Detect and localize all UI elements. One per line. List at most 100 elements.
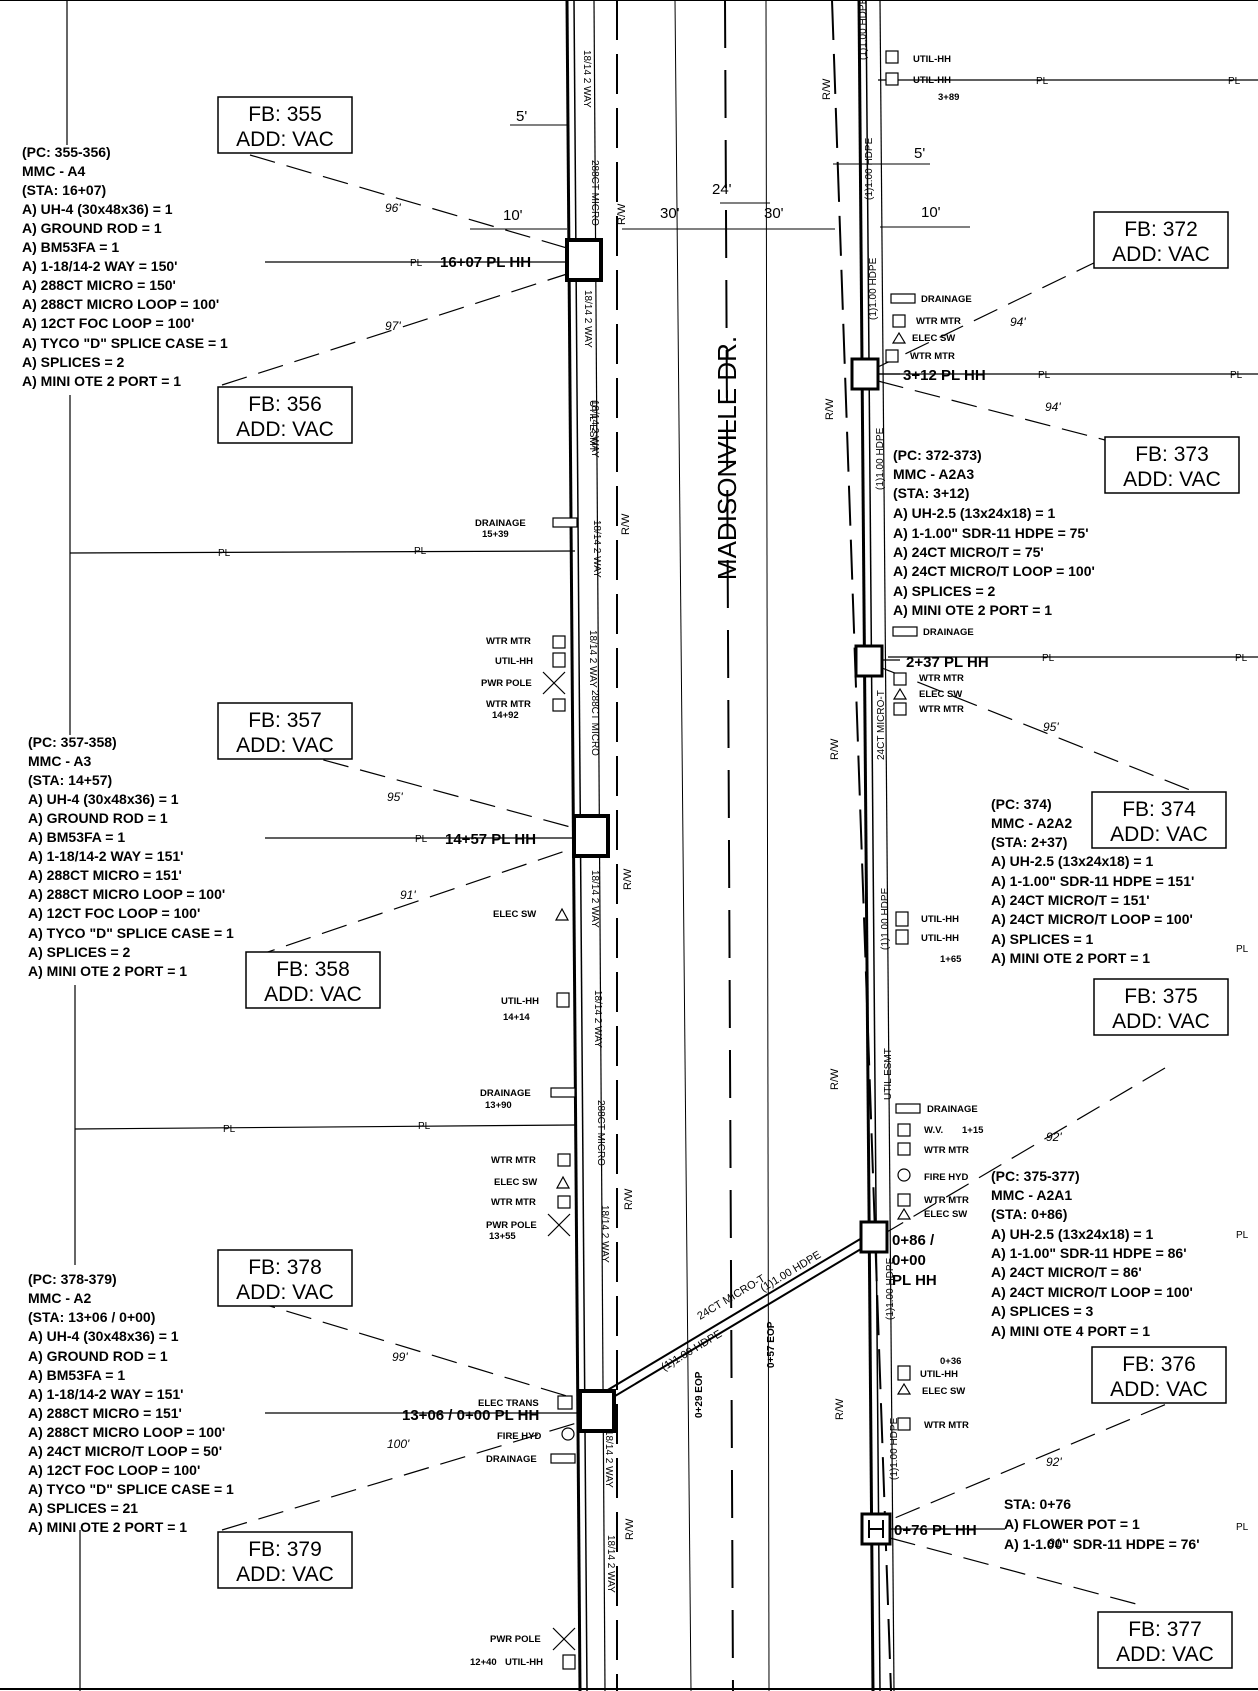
svg-text:UTIL ESMT: UTIL ESMT: [883, 1048, 894, 1100]
note-line: A) 288CT MICRO = 150': [22, 277, 176, 293]
svg-text:24': 24': [712, 181, 732, 198]
svg-text:A) 288CT MICRO LOOP = 100': A) 288CT MICRO LOOP = 100': [28, 1424, 225, 1440]
utility-label: DRAINAGE: [480, 1088, 531, 1099]
utility-sublabel: 14+92: [492, 710, 519, 721]
note-line: A) TYCO "D" SPLICE CASE = 1: [22, 335, 228, 351]
svg-text:A) MINI OTE 2 PORT = 1: A) MINI OTE 2 PORT = 1: [22, 373, 181, 389]
utility-label: PWR POLE: [481, 678, 532, 689]
svg-text:R/W: R/W: [622, 868, 634, 890]
fb-box: FB: 377 ADD: VAC: [1097, 1611, 1233, 1669]
svg-text:A) SPLICES = 21: A) SPLICES = 21: [28, 1500, 138, 1516]
note-line: A) SPLICES = 21: [28, 1500, 138, 1516]
svg-text:(1)1.00 HDPE: (1)1.00 HDPE: [858, 0, 869, 60]
svg-text:A) GROUND ROD = 1: A) GROUND ROD = 1: [28, 1348, 168, 1364]
note-line: A) 1-1.00" SDR-11 HDPE = 76': [1004, 1536, 1200, 1552]
svg-text:PL: PL: [418, 1121, 431, 1132]
street-name: MADISONVILLE DR.: [712, 336, 742, 580]
svg-text:A) 288CT MICRO = 151': A) 288CT MICRO = 151': [28, 867, 182, 883]
svg-text:5': 5': [914, 145, 925, 162]
property-line-labels: PL PL PL PL PL PL PL PL PL PL PL PL PL P…: [218, 76, 1249, 1533]
svg-text:A) SPLICES = 2: A) SPLICES = 2: [893, 583, 996, 599]
utility-label: DRAINAGE: [927, 1104, 978, 1115]
dimension-lines: [470, 124, 970, 230]
svg-text:PL: PL: [1036, 76, 1049, 87]
svg-text:A) TYCO "D" SPLICE CASE = 1: A) TYCO "D" SPLICE CASE = 1: [28, 925, 234, 941]
utility-label: UTIL-HH: [921, 914, 959, 925]
svg-text:A) GROUND ROD = 1: A) GROUND ROD = 1: [28, 810, 168, 826]
svg-text:A) 288CT MICRO = 150': A) 288CT MICRO = 150': [22, 277, 176, 293]
svg-text:A) MINI OTE 2 PORT = 1: A) MINI OTE 2 PORT = 1: [991, 950, 1150, 966]
svg-text:R/W: R/W: [834, 1398, 846, 1420]
utility-symbols: [542, 50, 921, 1670]
note-line: A) 288CT MICRO LOOP = 100': [28, 1424, 225, 1440]
svg-text:A) 24CT MICRO/T LOOP = 100': A) 24CT MICRO/T LOOP = 100': [991, 1284, 1193, 1300]
utility-label: WTR MTR: [486, 699, 531, 710]
svg-text:A) SPLICES = 1: A) SPLICES = 1: [991, 931, 1094, 947]
svg-text:A) UH-2.5 (13x24x18) = 1: A) UH-2.5 (13x24x18) = 1: [991, 1226, 1153, 1242]
utility-label: ELEC SW: [922, 1386, 965, 1397]
utility-label: DRAINAGE: [923, 627, 974, 638]
svg-text:288CT MICRO: 288CT MICRO: [595, 1100, 606, 1166]
svg-text:A) 12CT FOC LOOP = 100': A) 12CT FOC LOOP = 100': [22, 315, 194, 331]
note-line: A) SPLICES = 2: [893, 583, 996, 599]
handhole-symbols: [565, 238, 892, 1546]
svg-text:MMC - A2A1: MMC - A2A1: [991, 1187, 1072, 1203]
svg-text:18/14 2 WAY: 18/14 2 WAY: [603, 1430, 614, 1488]
note-line: A) SPLICES = 2: [22, 354, 125, 370]
svg-text:A) 288CT MICRO LOOP = 100': A) 288CT MICRO LOOP = 100': [28, 886, 225, 902]
svg-text:R/W: R/W: [616, 203, 628, 225]
svg-text:A) 288CT MICRO LOOP = 100': A) 288CT MICRO LOOP = 100': [22, 296, 219, 312]
svg-text:99': 99': [392, 1350, 408, 1364]
distance-labels: 96' 97' 95' 91' 99' 100' 94' 94' 95' 92'…: [385, 201, 1064, 1550]
note-line: A) BM53FA = 1: [22, 239, 119, 255]
svg-text:10': 10': [503, 207, 523, 224]
note-line: A) 24CT MICRO/T LOOP = 100': [991, 911, 1193, 927]
note-line: A) MINI OTE 2 PORT = 1: [22, 373, 181, 389]
svg-text:(1)1.00 HDPE: (1)1.00 HDPE: [875, 427, 886, 490]
note-line: STA: 0+76: [1004, 1496, 1071, 1512]
note-line: A) MINI OTE 2 PORT = 1: [893, 602, 1052, 618]
utility-label: WTR MTR: [491, 1197, 536, 1208]
utility-label: ELEC SW: [493, 909, 536, 920]
svg-text:(1)1.00 HDPE: (1)1.00 HDPE: [864, 137, 875, 200]
fb-number: FB: 378: [248, 1256, 322, 1279]
handhole-label: 0+00: [892, 1252, 926, 1269]
utility-label: WTR MTR: [491, 1155, 536, 1166]
handhole-labels: 16+07 PL HH 14+57 PL HH 13+06 / 0+00 PL …: [402, 254, 989, 1539]
dimension-text: 5' 10' 30' 24' 30' 5' 10': [503, 108, 941, 224]
note-line: A) MINI OTE 2 PORT = 1: [28, 963, 187, 979]
fb-number: FB: 379: [248, 1538, 322, 1561]
svg-text:(STA: 14+57): (STA: 14+57): [28, 772, 112, 788]
utility-label: WTR MTR: [924, 1145, 969, 1156]
fb-address: ADD: VAC: [1116, 1643, 1214, 1666]
note-line: A) 12CT FOC LOOP = 100': [28, 905, 200, 921]
svg-text:30': 30': [660, 205, 680, 222]
svg-text:PL: PL: [1042, 653, 1055, 664]
svg-text:92': 92': [1046, 1130, 1062, 1144]
note-line: MMC - A2: [28, 1290, 91, 1306]
svg-text:18/14 2 WAY: 18/14 2 WAY: [599, 1205, 610, 1263]
utility-label: DRAINAGE: [475, 518, 526, 529]
utility-label: UTIL-HH: [913, 54, 951, 65]
svg-text:(STA: 3+12): (STA: 3+12): [893, 485, 969, 501]
utility-label: WTR MTR: [916, 316, 961, 327]
note-line: A) 1-1.00" SDR-11 HDPE = 151': [991, 873, 1194, 889]
svg-text:97': 97': [385, 319, 401, 333]
note-line: A) SPLICES = 1: [991, 931, 1094, 947]
note-block: STA: 0+76 A) FLOWER POT = 1 A) 1-1.00" S…: [1004, 1496, 1200, 1552]
svg-text:R/W: R/W: [620, 513, 632, 535]
svg-text:18/14 2 WAY: 18/14 2 WAY: [582, 290, 593, 348]
handhole-label: 0+86 /: [892, 1232, 935, 1249]
svg-text:A) GROUND ROD = 1: A) GROUND ROD = 1: [22, 220, 162, 236]
svg-text:A) UH-2.5 (13x24x18) = 1: A) UH-2.5 (13x24x18) = 1: [893, 505, 1055, 521]
svg-text:A) TYCO "D" SPLICE CASE = 1: A) TYCO "D" SPLICE CASE = 1: [22, 335, 228, 351]
fb-box: FB: 374 ADD: VAC: [1091, 791, 1227, 849]
svg-text:A) SPLICES = 2: A) SPLICES = 2: [28, 944, 131, 960]
fb-address: ADD: VAC: [264, 983, 362, 1006]
fb-box: FB: 376 ADD: VAC: [1091, 1346, 1227, 1404]
handhole-label: 2+37 PL HH: [906, 654, 989, 671]
svg-text:(STA: 13+06 / 0+00): (STA: 13+06 / 0+00): [28, 1309, 155, 1325]
svg-text:A) 12CT FOC LOOP = 100': A) 12CT FOC LOOP = 100': [28, 905, 200, 921]
svg-text:288CT MICRO: 288CT MICRO: [589, 160, 600, 226]
note-line: MMC - A3: [28, 753, 91, 769]
